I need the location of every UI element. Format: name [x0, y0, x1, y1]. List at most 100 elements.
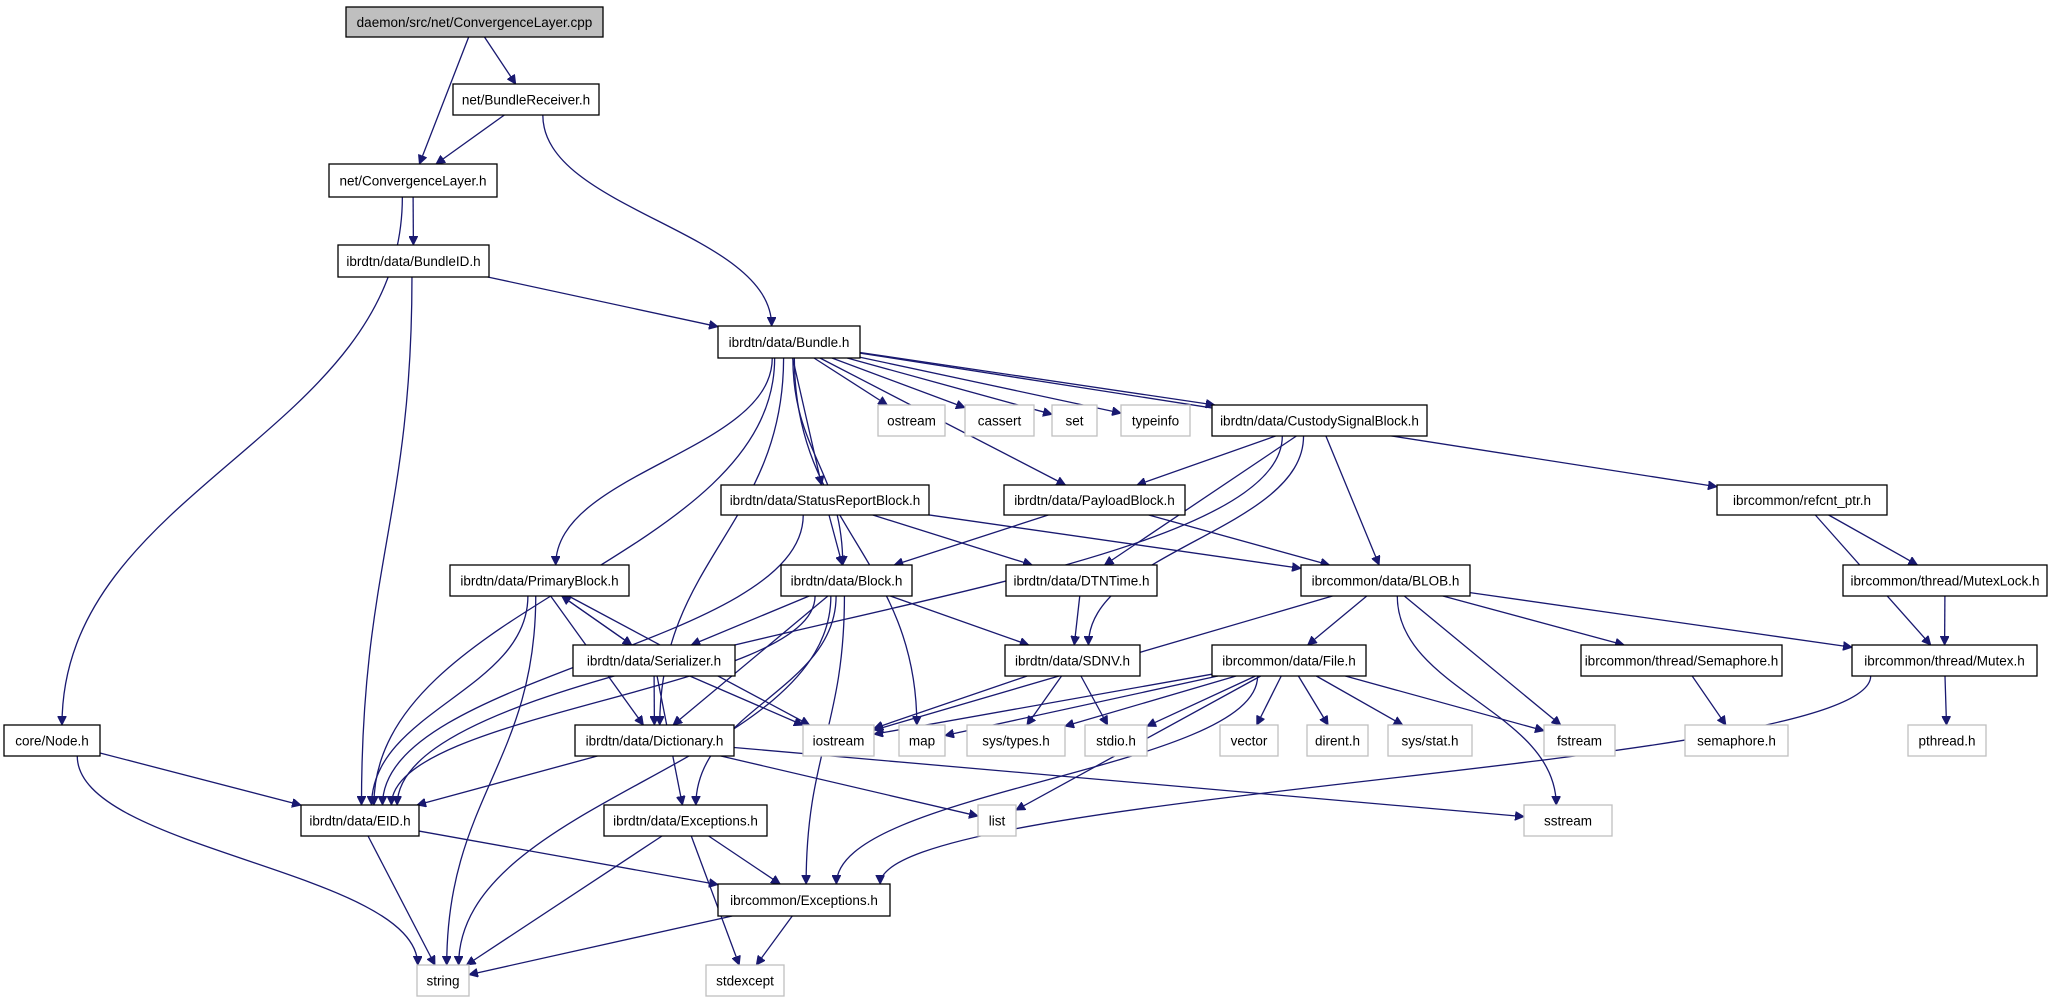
node-label: stdexcept — [716, 974, 774, 989]
node-box — [966, 724, 1066, 757]
node-cl-h[interactable]: net/ConvergenceLayer.h — [328, 163, 498, 198]
node-list: list — [977, 804, 1017, 837]
node-box — [964, 404, 1035, 437]
node-ostream: ostream — [877, 404, 946, 437]
node-label: sys/stat.h — [1401, 734, 1458, 749]
node-serializer[interactable]: ibrdtn/data/Serializer.h — [572, 644, 736, 677]
node-label: sstream — [1544, 814, 1592, 829]
node-eid[interactable]: ibrdtn/data/EID.h — [300, 804, 420, 837]
node-label: fstream — [1557, 734, 1602, 749]
node-label: ibrdtn/data/Exceptions.h — [613, 814, 758, 829]
node-box — [337, 244, 490, 278]
node-blob[interactable]: ibrcommon/data/BLOB.h — [1300, 564, 1471, 597]
node-box — [1051, 404, 1098, 437]
node-box — [1851, 644, 2038, 677]
node-label: set — [1065, 414, 1083, 429]
node-sdnv[interactable]: ibrdtn/data/SDNV.h — [1004, 644, 1141, 677]
edge-blob-to-sstream — [1396, 595, 1556, 805]
node-label: ibrdtn/data/PayloadBlock.h — [1014, 493, 1175, 508]
node-bundle[interactable]: ibrdtn/data/Bundle.h — [717, 325, 861, 359]
edge-file-to-vector — [1256, 675, 1282, 725]
node-label: ibrdtn/data/Bundle.h — [729, 335, 850, 350]
edge-primary-to-string — [447, 595, 537, 965]
node-box — [1842, 564, 2048, 597]
edge-bundle-to-block — [792, 357, 843, 565]
node-custody[interactable]: ibrdtn/data/CustodySignalBlock.h — [1211, 404, 1428, 437]
edge-bundlereceiver-to-bundle — [542, 114, 772, 326]
edge-bundle-to-custody — [859, 351, 1215, 405]
node-label: daemon/src/net/ConvergenceLayer.cpp — [357, 15, 593, 30]
node-box — [802, 724, 875, 757]
node-statusreport[interactable]: ibrdtn/data/StatusReportBlock.h — [720, 484, 930, 516]
node-label: ibrdtn/data/DTNTime.h — [1013, 574, 1149, 589]
edge-block-to-eid — [391, 595, 816, 805]
edge-dictionary-to-list — [720, 755, 978, 816]
node-box — [1580, 644, 1783, 677]
node-box — [345, 6, 604, 38]
node-label: ibrcommon/refcnt_ptr.h — [1733, 493, 1871, 508]
node-box — [898, 724, 946, 757]
node-box — [3, 724, 101, 757]
node-label: core/Node.h — [15, 734, 89, 749]
node-box — [1300, 564, 1471, 597]
node-box — [1219, 724, 1279, 757]
node-payload[interactable]: ibrdtn/data/PayloadBlock.h — [1003, 484, 1186, 516]
node-typeinfo: typeinfo — [1120, 404, 1191, 437]
node-node[interactable]: core/Node.h — [3, 724, 101, 757]
edge-eid-to-string — [367, 835, 436, 965]
edge-dictionary-to-sstream — [733, 746, 1524, 816]
node-semaphore-h[interactable]: ibrcommon/thread/Semaphore.h — [1580, 644, 1783, 677]
node-bundleid[interactable]: ibrdtn/data/BundleID.h — [337, 244, 490, 278]
node-box — [720, 484, 930, 516]
node-refcnt[interactable]: ibrcommon/refcnt_ptr.h — [1716, 484, 1888, 516]
edge-blob-to-mutex — [1469, 591, 1852, 648]
node-box — [1120, 404, 1191, 437]
node-label: iostream — [813, 734, 865, 749]
edge-custody-to-eid — [397, 435, 1283, 805]
node-box — [877, 404, 946, 437]
node-mutex[interactable]: ibrcommon/thread/Mutex.h — [1851, 644, 2038, 677]
edge-block-to-serializer — [691, 595, 810, 645]
node-stdexcept: stdexcept — [705, 964, 785, 997]
node-dictionary[interactable]: ibrdtn/data/Dictionary.h — [574, 724, 735, 757]
node-label: ibrdtn/data/PrimaryBlock.h — [460, 574, 618, 589]
node-label: ibrdtn/data/SDNV.h — [1015, 654, 1130, 669]
edge-bundleid-to-eid — [361, 276, 413, 805]
edge-custody-to-blob — [1325, 435, 1379, 565]
edge-serializer-to-primary — [562, 596, 633, 646]
node-label: stdio.h — [1096, 734, 1136, 749]
edge-custody-to-sdnv — [1088, 435, 1305, 645]
node-cl-cpp[interactable]: daemon/src/net/ConvergenceLayer.cpp — [345, 6, 604, 38]
node-box — [449, 564, 630, 597]
edge-payload-to-blob — [1148, 514, 1330, 565]
node-primary[interactable]: ibrdtn/data/PrimaryBlock.h — [449, 564, 630, 597]
node-label: net/ConvergenceLayer.h — [339, 174, 486, 189]
edge-mutex-to-exceptions_common — [880, 675, 1872, 884]
edge-bundle-to-typeinfo — [859, 356, 1121, 413]
node-label: ibrcommon/data/File.h — [1222, 654, 1356, 669]
node-box — [1684, 724, 1789, 757]
node-label: ibrcommon/thread/Semaphore.h — [1585, 654, 1779, 669]
edge-node-to-string — [76, 755, 417, 965]
edge-dictionary-to-eid — [417, 755, 598, 805]
edge-file-to-systypes — [1065, 675, 1237, 726]
node-dtntime[interactable]: ibrdtn/data/DTNTime.h — [1005, 564, 1158, 597]
node-label: cassert — [978, 414, 1022, 429]
node-label: typeinfo — [1132, 414, 1179, 429]
node-mutexlock[interactable]: ibrcommon/thread/MutexLock.h — [1842, 564, 2048, 597]
node-layer: daemon/src/net/ConvergenceLayer.cpp net/B… — [3, 6, 2048, 997]
node-sstream: sstream — [1523, 804, 1613, 837]
node-exceptions-dtn[interactable]: ibrdtn/data/Exceptions.h — [603, 804, 768, 837]
edge-exceptions_common-to-stdexcept — [756, 915, 793, 965]
node-map: map — [898, 724, 946, 757]
node-exceptions-common[interactable]: ibrcommon/Exceptions.h — [717, 883, 891, 917]
edge-statusreport-to-blob — [928, 514, 1301, 568]
node-bundlereceiver[interactable]: net/BundleReceiver.h — [452, 83, 600, 116]
node-file[interactable]: ibrcommon/data/File.h — [1211, 644, 1367, 677]
edge-bundle-to-cassert — [831, 357, 965, 408]
node-box — [416, 964, 470, 997]
node-label: list — [989, 814, 1006, 829]
node-block[interactable]: ibrdtn/data/Block.h — [780, 564, 913, 597]
edge-file-to-dirent — [1297, 675, 1329, 725]
edge-bundle-to-statusreport — [792, 357, 822, 485]
